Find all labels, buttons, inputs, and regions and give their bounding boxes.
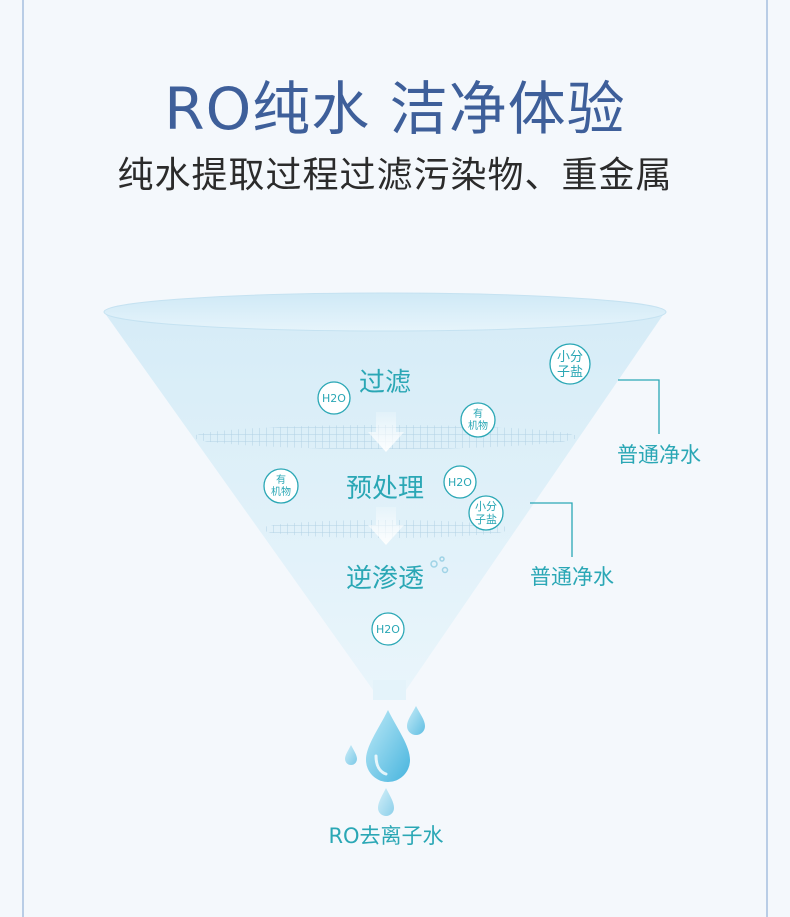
page-subtitle: 纯水提取过程过滤污染物、重金属: [117, 155, 673, 196]
page-title: RO纯水 洁净体验: [164, 75, 626, 143]
right-border: [766, 0, 768, 917]
stage-label-pretreatment: 预处理: [346, 474, 424, 504]
stage-label-reverse-osmosis: 逆渗透: [346, 564, 424, 594]
h2o-bubble: H2O: [317, 381, 351, 415]
svg-text:机物: 机物: [468, 419, 488, 432]
flow-arrow-icon: [368, 412, 404, 452]
h2o-bubble: H2O: [371, 612, 405, 646]
output-label-upper: 普通净水: [617, 443, 701, 467]
funnel-rim: [103, 292, 667, 332]
svg-text:有: 有: [276, 473, 286, 486]
left-border: [22, 0, 24, 917]
water-drop-icon: [345, 745, 357, 765]
water-drop-icon: [366, 710, 410, 782]
water-drop-icon: [378, 788, 394, 816]
small-bubbles-icon: [430, 556, 449, 574]
result-label: RO去离子水: [328, 824, 443, 848]
h2o-bubble: H2O: [443, 465, 477, 499]
funnel-body: [104, 312, 665, 690]
flow-arrow-icon: [368, 507, 404, 545]
svg-text:小分: 小分: [557, 350, 583, 365]
organic-matter-bubble: 有 机物: [263, 468, 299, 504]
stage-label-filter: 过滤: [359, 368, 411, 398]
svg-text:子盐: 子盐: [557, 365, 583, 380]
callout-line: [618, 379, 660, 434]
small-molecule-salt-bubble: 小分 子盐: [468, 495, 504, 531]
water-drop-icon: [407, 706, 425, 735]
organic-matter-bubble: 有 机物: [460, 402, 496, 438]
svg-text:有: 有: [473, 407, 483, 420]
funnel-spout: [373, 680, 406, 700]
svg-text:子盐: 子盐: [475, 513, 497, 526]
callout-line: [530, 502, 573, 557]
svg-text:机物: 机物: [271, 485, 291, 498]
svg-text:H2O: H2O: [448, 476, 472, 489]
small-molecule-salt-bubble: 小分 子盐: [549, 343, 591, 385]
svg-text:H2O: H2O: [376, 623, 400, 636]
output-label-lower: 普通净水: [530, 565, 614, 589]
svg-text:H2O: H2O: [322, 392, 346, 405]
svg-text:小分: 小分: [475, 500, 497, 513]
